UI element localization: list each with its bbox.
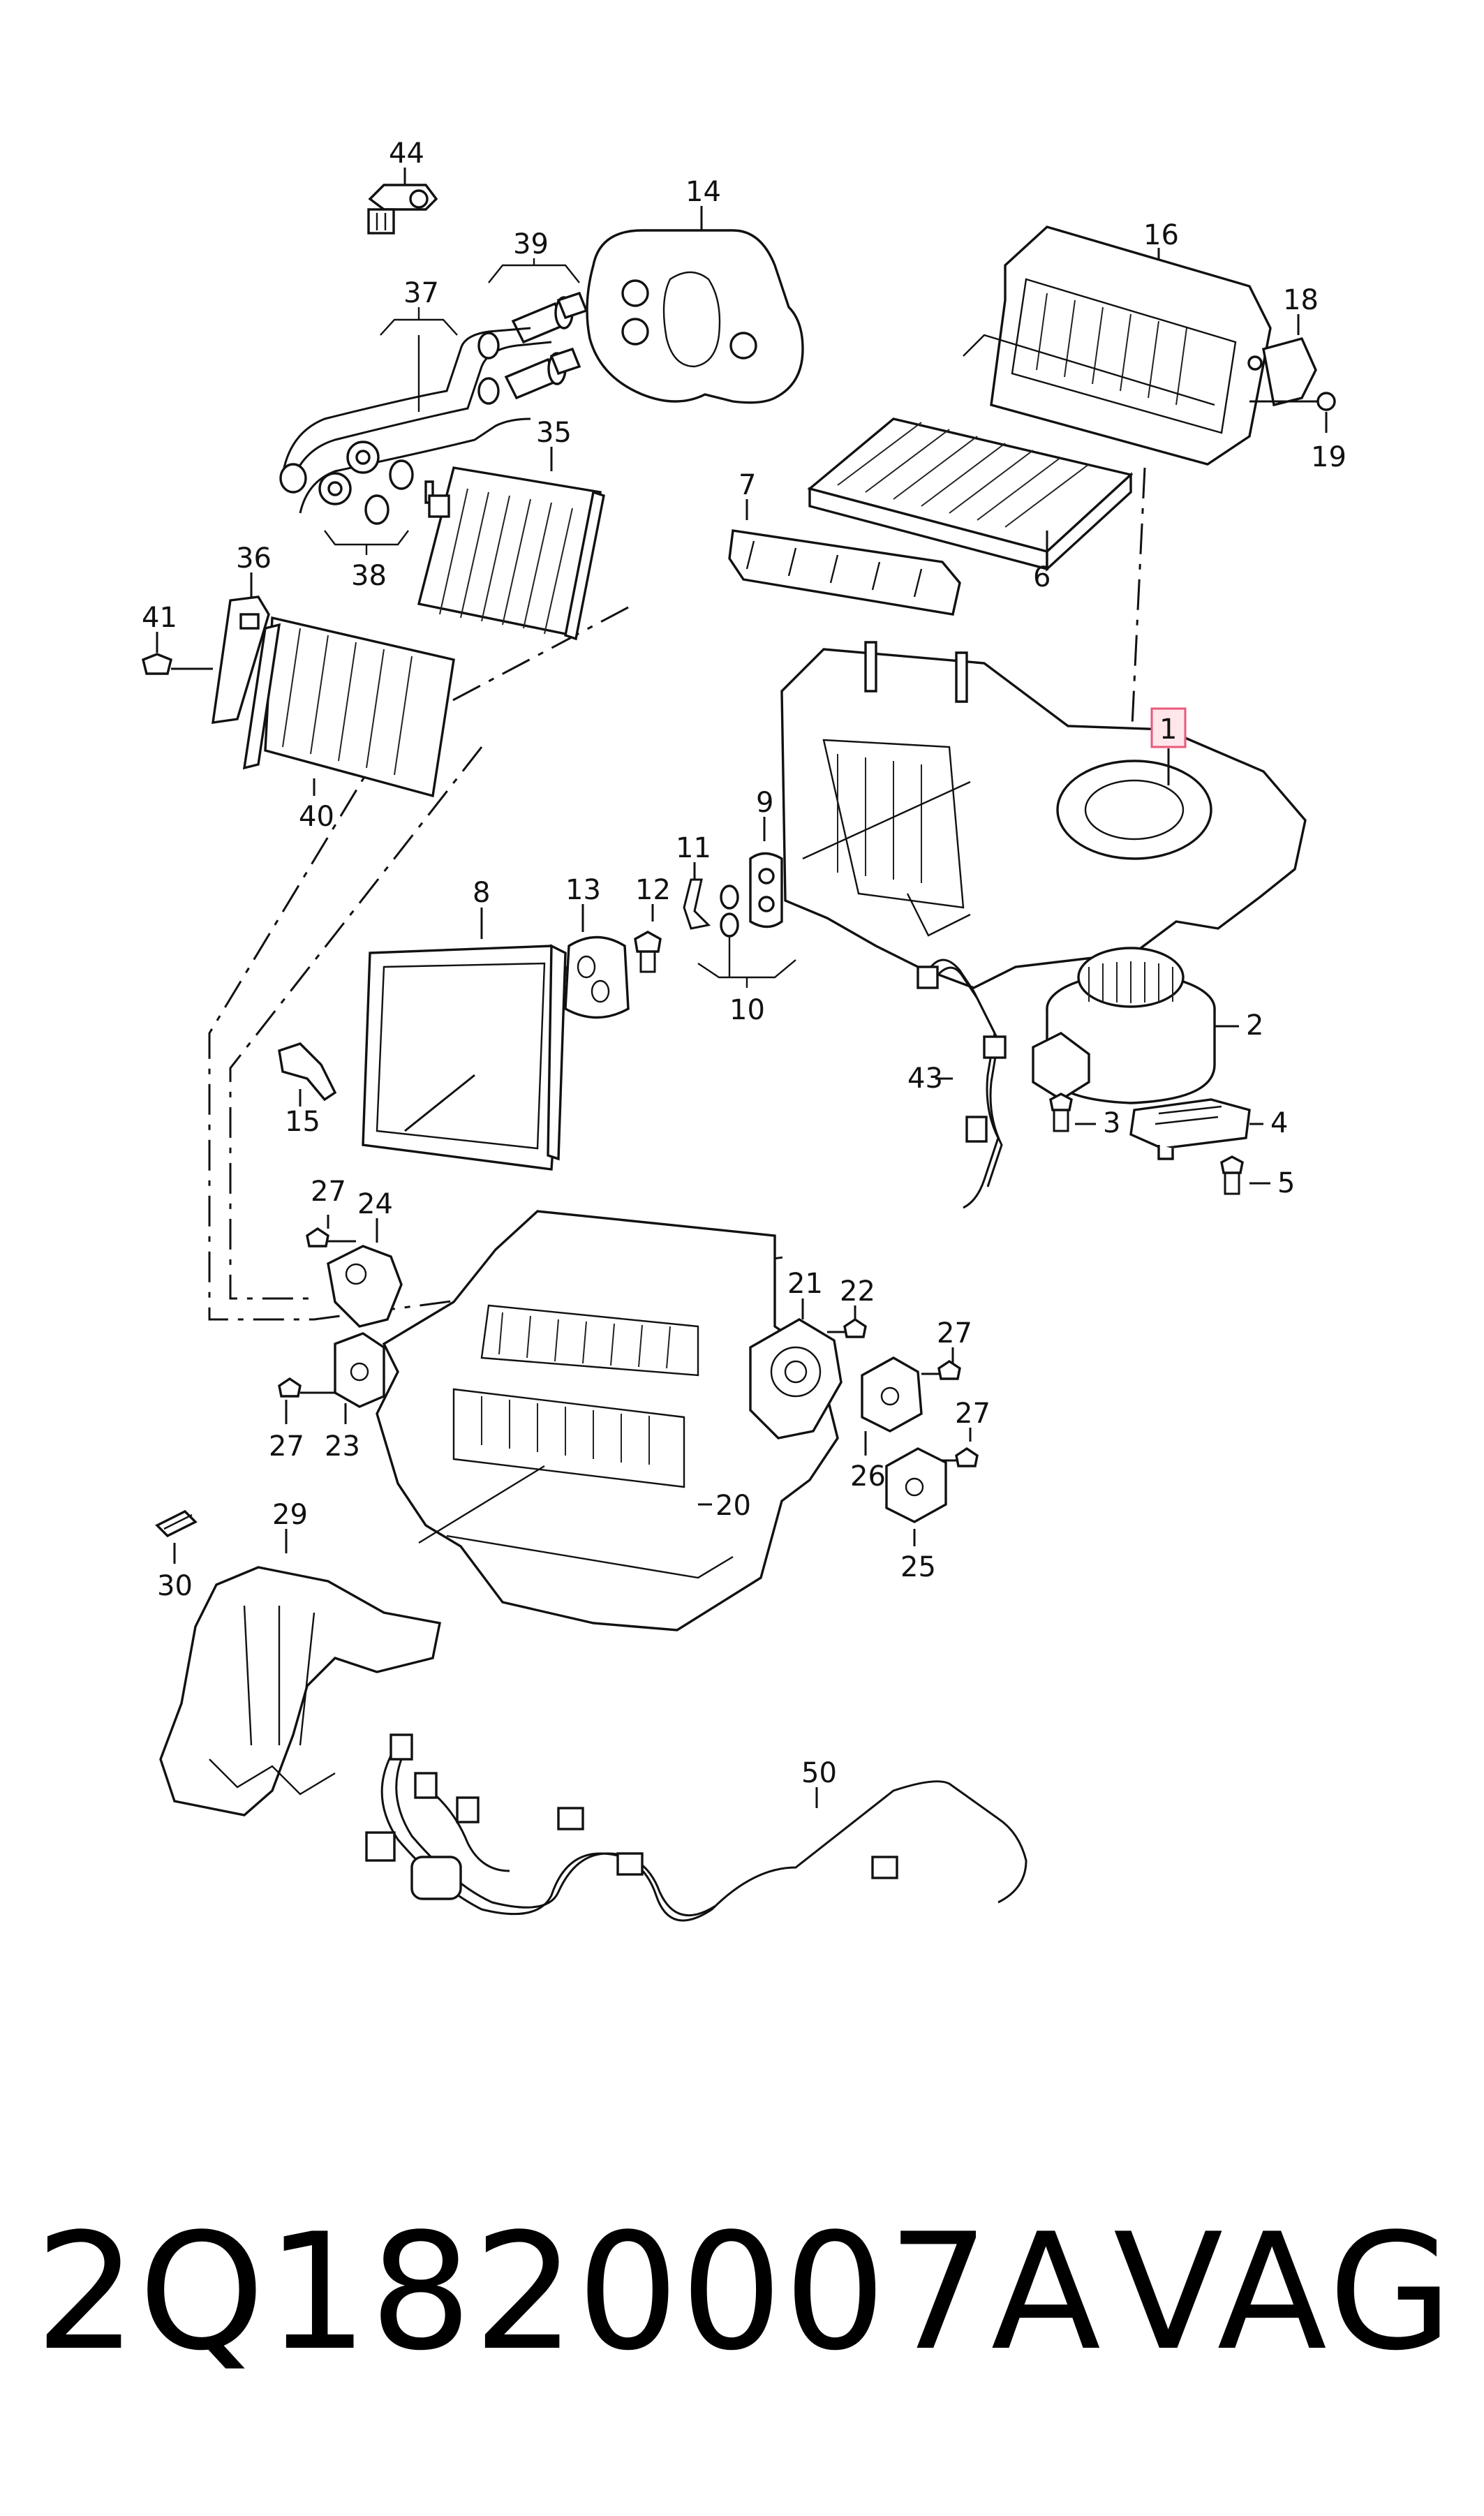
callout-27d: 27 <box>955 1398 990 1430</box>
part-27c-screw <box>921 1347 961 1380</box>
part-5-screw <box>1220 1155 1270 1195</box>
callout-11: 11 <box>676 832 711 864</box>
part-16-air-distribution-top <box>963 225 1272 466</box>
callout-37: 37 <box>403 277 439 309</box>
part-12-screw <box>634 904 662 973</box>
part-11-clip <box>683 862 711 930</box>
brand-label: VAG <box>1113 2200 1457 2386</box>
callout-30: 30 <box>157 1570 193 1602</box>
part-9-expansion-valve <box>749 817 783 928</box>
part-30-clip <box>155 1509 198 1564</box>
part-50-wiring-loom <box>365 1733 1027 1922</box>
callout-19: 19 <box>1311 441 1346 473</box>
part-36-bracket <box>211 572 270 725</box>
part-27d-screw <box>939 1428 979 1467</box>
part-2-blower <box>1032 947 1239 1104</box>
callout-20: 20 <box>715 1490 751 1522</box>
callout-15: 15 <box>285 1106 320 1138</box>
callout-13: 13 <box>565 874 601 906</box>
callout-23: 23 <box>325 1430 360 1463</box>
part-14-gasket <box>586 206 804 404</box>
callout-27a: 27 <box>311 1176 346 1208</box>
callout-35: 35 <box>536 417 572 449</box>
part-8-core <box>362 908 567 1171</box>
callout-50: 50 <box>801 1757 837 1789</box>
callout-38: 38 <box>351 560 387 592</box>
callout-24: 24 <box>357 1188 393 1220</box>
callout-40: 40 <box>299 801 334 833</box>
callout-18: 18 <box>1283 284 1319 316</box>
callout-9: 9 <box>756 787 773 819</box>
callout-6: 6 <box>1033 561 1051 593</box>
part-41-screw <box>141 632 213 675</box>
part-number-label: 2Q1820007A <box>35 2200 1103 2386</box>
callout-2: 2 <box>1246 1009 1263 1042</box>
part-44-clip <box>367 168 438 235</box>
callout-39: 39 <box>513 228 549 260</box>
part-13-grommet <box>564 904 630 1019</box>
part-23-actuator <box>334 1332 385 1424</box>
callout-44: 44 <box>389 138 424 170</box>
part-15-sensor <box>278 1042 337 1107</box>
callout-labels: 1 2 3 4 5 6 7 8 9 10 11 12 13 14 15 16 1… <box>142 138 1346 1789</box>
part-26-actuator <box>861 1356 923 1456</box>
callout-1: 1 <box>1159 713 1177 746</box>
callout-21: 21 <box>787 1268 823 1300</box>
callout-4: 4 <box>1270 1107 1288 1139</box>
callout-12: 12 <box>635 874 671 906</box>
part-3-screw <box>1049 1093 1096 1132</box>
callout-7: 7 <box>739 469 756 501</box>
part-39-fittings <box>488 258 588 400</box>
callout-8: 8 <box>473 877 490 909</box>
callout-29: 29 <box>272 1499 308 1531</box>
part-29-footwell-duct <box>159 1529 442 1816</box>
part-20-heater-box <box>376 1210 839 1631</box>
part-4-resistor <box>1129 1098 1263 1160</box>
part-25-actuator <box>885 1447 947 1546</box>
part-27a-screw <box>306 1215 356 1248</box>
callout-43: 43 <box>907 1063 943 1095</box>
part-24-actuator <box>327 1218 403 1328</box>
part-22-screw <box>827 1305 867 1338</box>
callout-10: 10 <box>729 994 765 1026</box>
part-37-pipes <box>279 307 552 514</box>
part-38-seals <box>318 441 434 555</box>
callout-26: 26 <box>850 1460 886 1493</box>
part-35-heater-core <box>417 447 605 641</box>
callout-16: 16 <box>1143 219 1179 251</box>
callout-27b: 27 <box>269 1430 304 1463</box>
callout-5: 5 <box>1277 1167 1295 1199</box>
callout-25: 25 <box>900 1551 936 1583</box>
part-19-screw <box>1249 392 1336 433</box>
callout-41: 41 <box>142 602 177 634</box>
callout-36: 36 <box>236 542 272 575</box>
part-10-seals <box>697 885 796 988</box>
part-21-flap-motor <box>749 1298 843 1440</box>
callout-3: 3 <box>1103 1107 1120 1139</box>
part-18-sensor <box>1247 314 1317 407</box>
callout-27c: 27 <box>937 1317 972 1349</box>
part-6-filter <box>807 417 1134 572</box>
part-43-harness <box>917 959 1007 1209</box>
part-7-flap-strip <box>728 499 961 616</box>
callout-14: 14 <box>685 176 721 208</box>
part-1-main-housing <box>780 641 1307 989</box>
callout-1-highlight-box <box>1150 707 1187 785</box>
part-27b-screw <box>278 1377 335 1424</box>
part-40-evaporator <box>242 616 455 798</box>
callout-22: 22 <box>840 1275 875 1308</box>
